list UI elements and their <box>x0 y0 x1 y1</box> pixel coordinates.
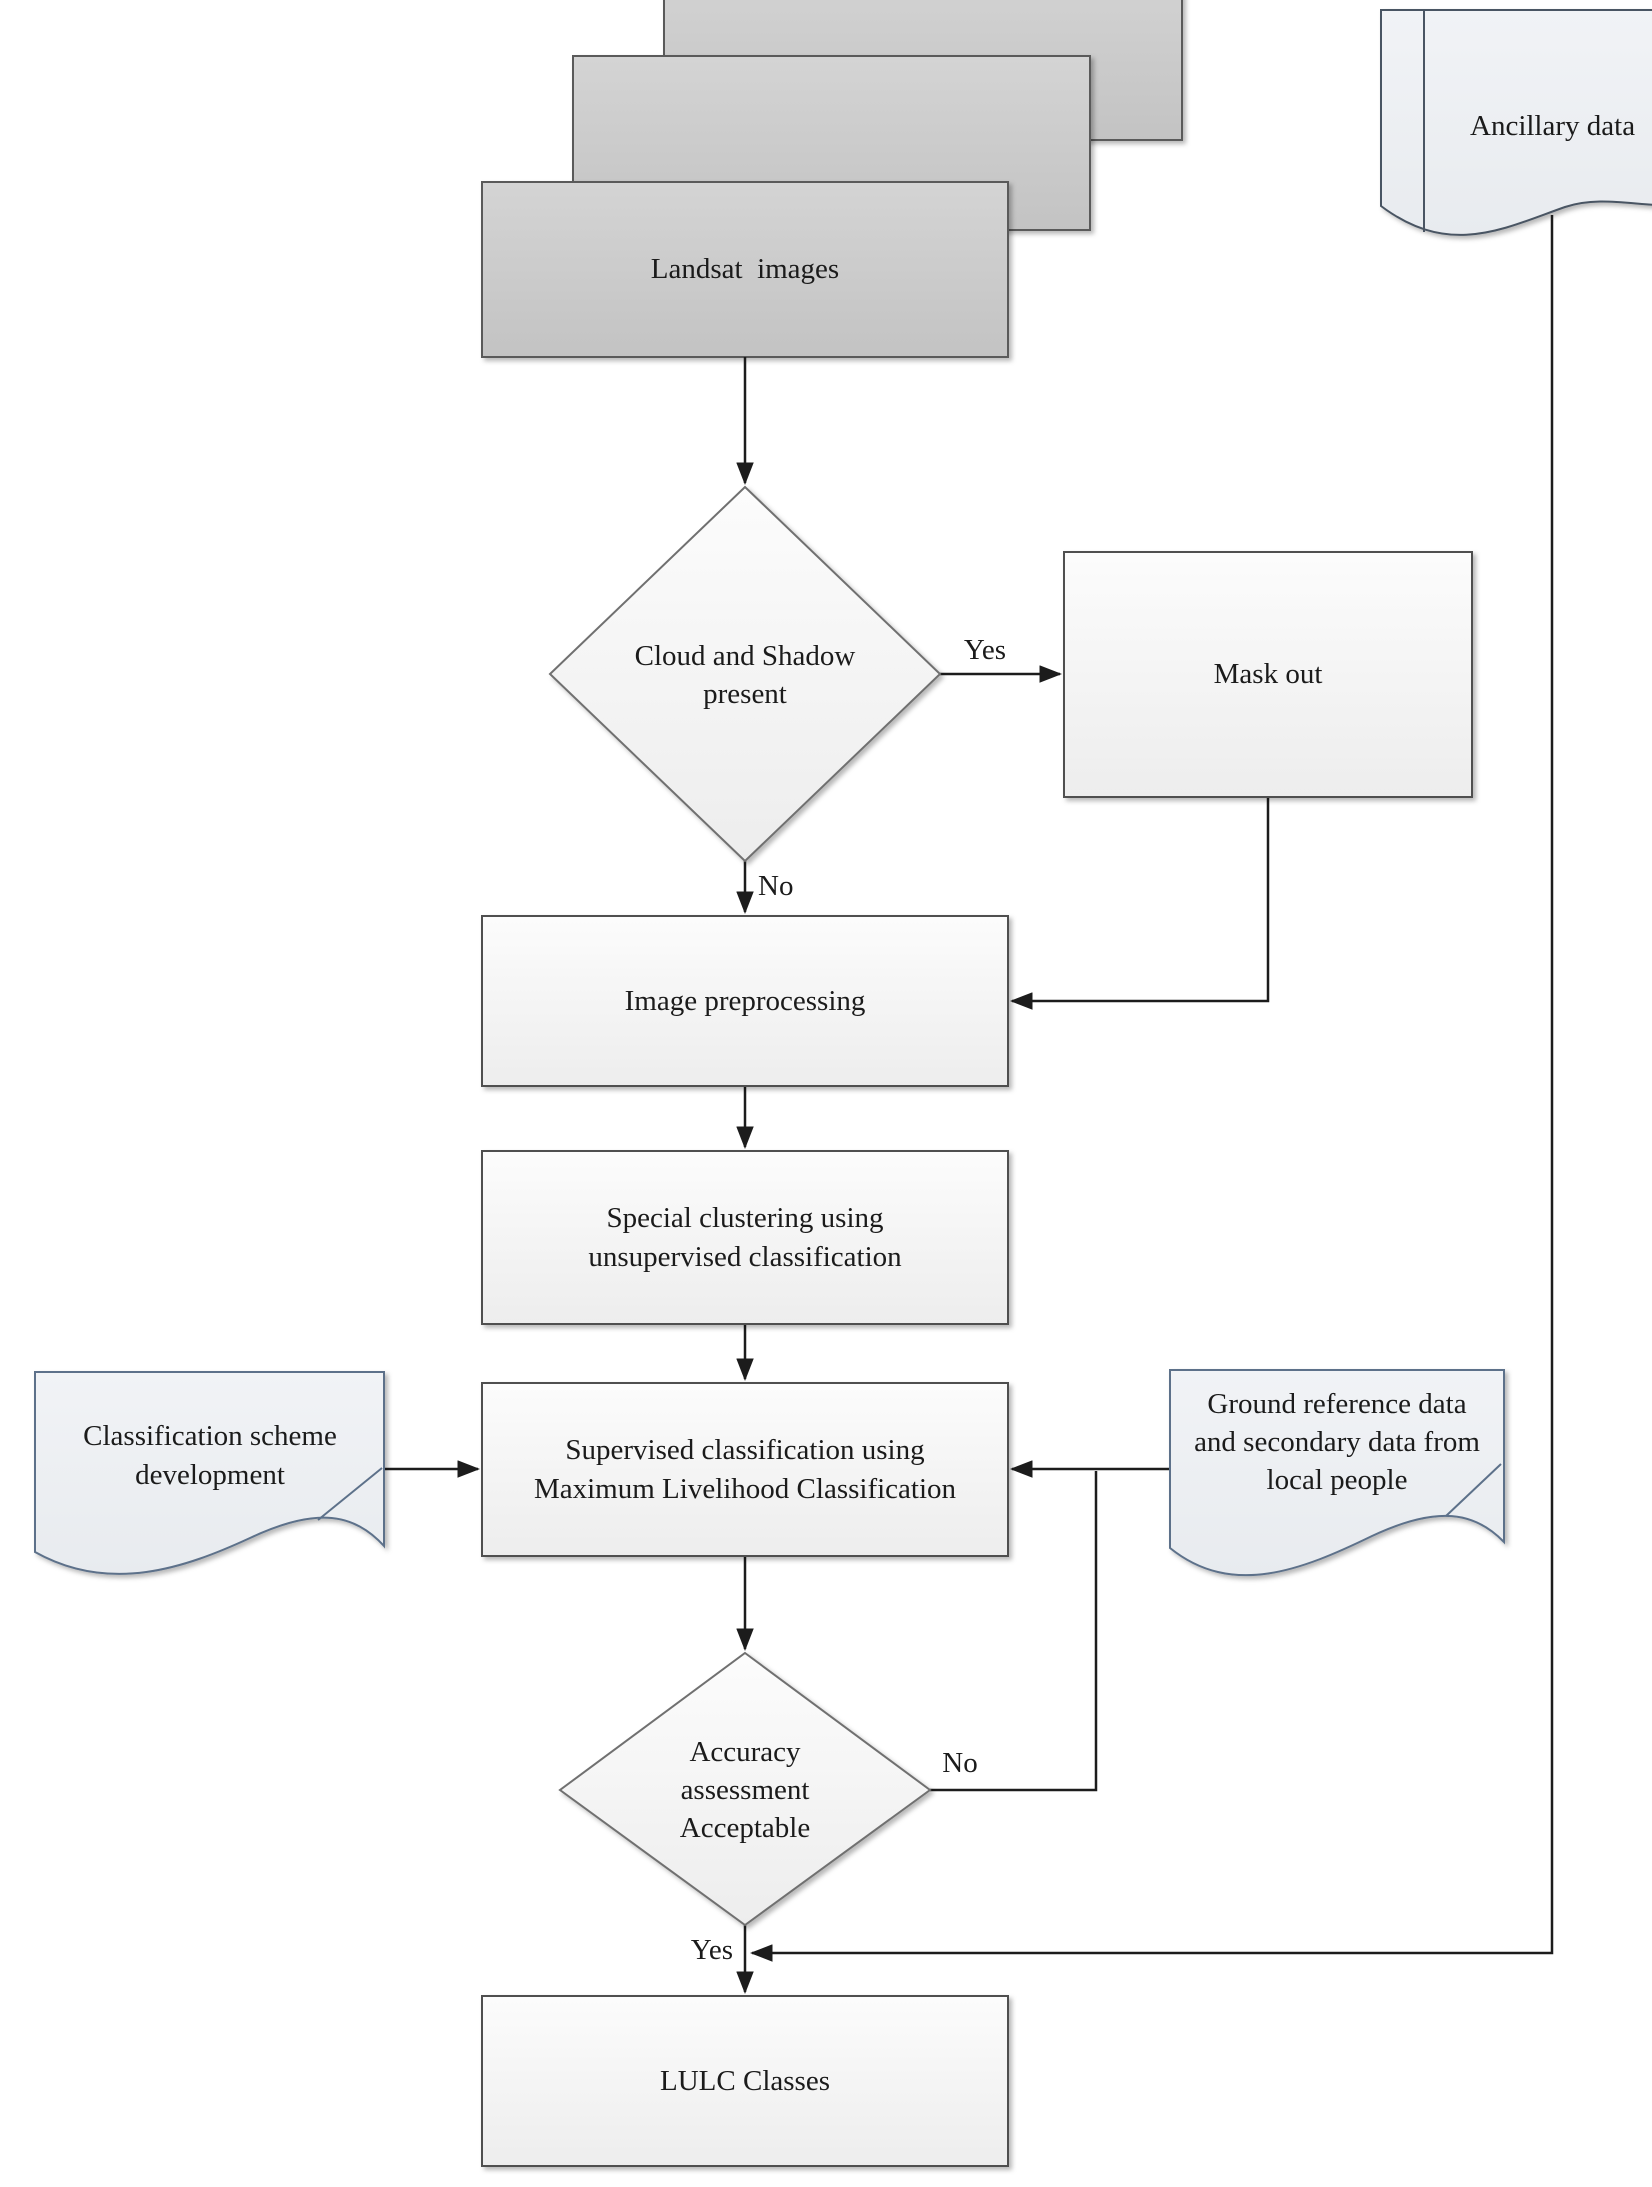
image-preprocessing-box <box>481 915 1009 1087</box>
mask-out-box <box>1063 551 1473 798</box>
edge-ancillary-to-lulc-junction <box>749 215 1554 1962</box>
edge-accuracy-no-loop <box>930 1471 1098 1792</box>
landsat-images-stack <box>481 0 1183 358</box>
clustering-box <box>481 1150 1009 1325</box>
connectors <box>382 215 1554 1995</box>
ground-reference-document <box>1169 1369 1505 1577</box>
classification-scheme-document <box>34 1371 385 1575</box>
accuracy-decision-diamond <box>558 1651 932 1927</box>
ancillary-data-document <box>1380 9 1652 236</box>
lulc-classes-box <box>481 1995 1009 2167</box>
cloud-shadow-decision-diamond <box>548 485 942 863</box>
supervised-classification-box <box>481 1382 1009 1557</box>
edge-maskout-to-preprocessing <box>1009 797 1270 1010</box>
